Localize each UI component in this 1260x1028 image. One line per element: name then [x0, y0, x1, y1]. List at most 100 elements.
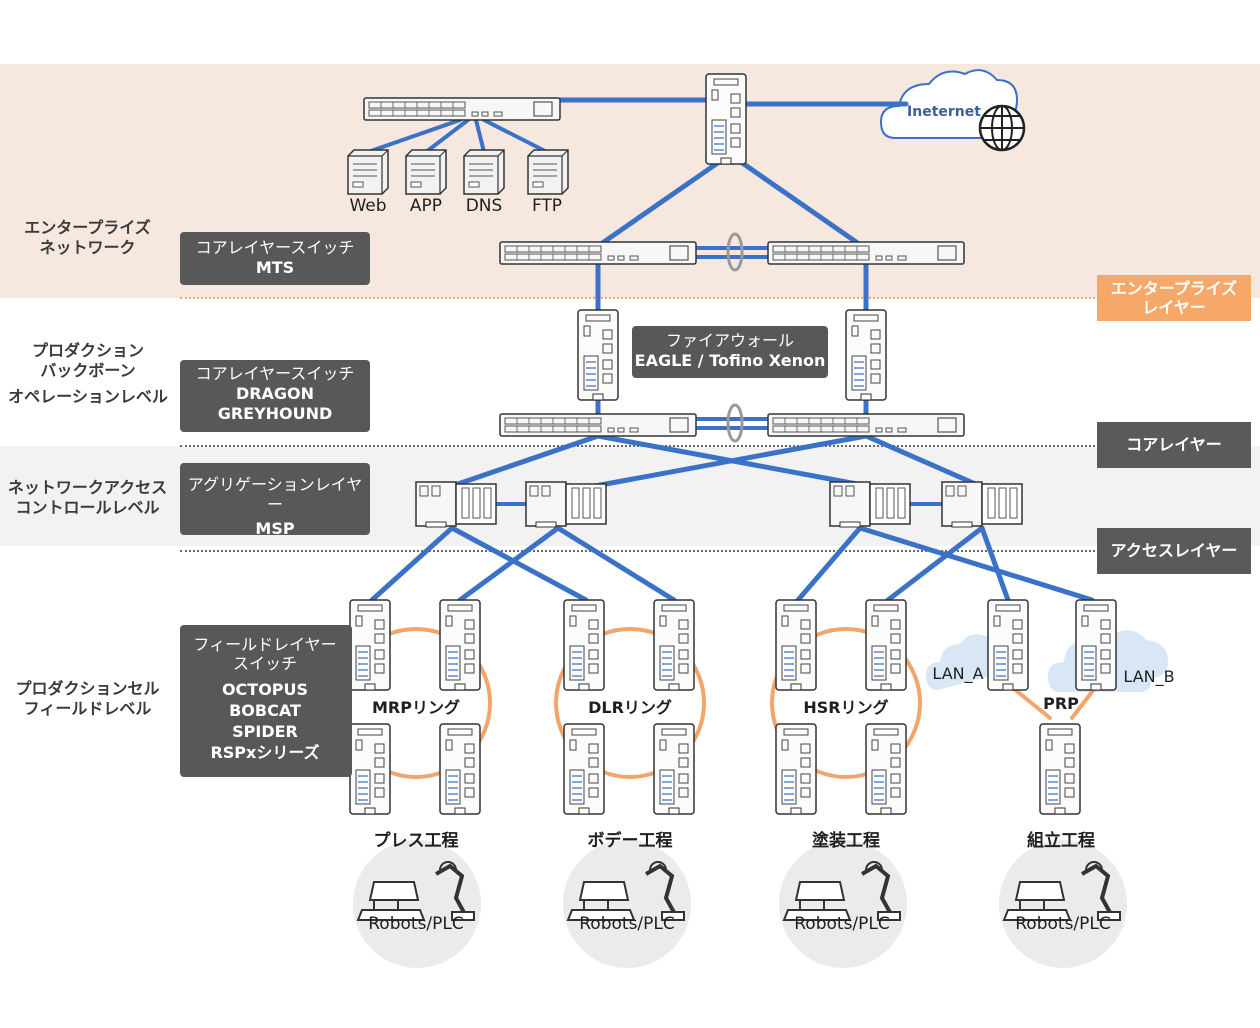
link-edge-to-core-left	[595, 157, 725, 249]
level-enterprise-line1: エンタープライズ	[24, 218, 151, 237]
process-label-body: ボデー工程	[587, 831, 673, 851]
level-enterprise: エンタープライズ ネットワーク	[10, 218, 165, 258]
link-msp-to-field	[555, 525, 677, 603]
link-server-to-switch	[482, 118, 549, 154]
din-switch-icon	[865, 599, 907, 691]
level-backbone-line2: バックボーン	[40, 361, 136, 380]
redundancy-ring	[770, 627, 922, 779]
level-backbone-line3: オペレーションレベル	[8, 387, 168, 406]
robots-label-paint: Robots/PLC	[794, 914, 890, 934]
aggregation-label: アグリゲーションレイヤー MSP	[180, 463, 370, 538]
din-switch-icon	[563, 723, 605, 815]
core-dragon-product-1: DRAGON	[235, 384, 315, 403]
din-switch-icon	[349, 599, 391, 691]
server-label-app: APP	[409, 196, 443, 216]
access-layer-separator	[180, 550, 1095, 552]
field-switch-label: フィールドレイヤー スイッチ OCTOPUS BOBCAT SPIDER RSP…	[180, 625, 352, 777]
firewall-product: EAGLE / Tofino Xenon	[634, 351, 826, 370]
modular-switch-icon	[415, 481, 497, 528]
enterprise-layer-separator	[180, 297, 1095, 299]
field-product-4: RSPxシリーズ	[210, 743, 320, 762]
server-icon	[347, 149, 389, 195]
core-layer-separator	[180, 445, 1095, 447]
ring-label-dlr: DLRリング	[588, 698, 672, 717]
core-layer-tag: コアレイヤー	[1097, 422, 1251, 468]
process-label-press: プレス工程	[373, 831, 459, 851]
aggregation-title: アグリゲーションレイヤー	[187, 475, 363, 514]
rack-switch-icon	[767, 413, 965, 437]
ring-label-hsr: HSRリング	[803, 698, 889, 717]
link-dragon-to-msp	[863, 433, 983, 489]
level-field-line1: プロダクションセル	[15, 679, 160, 698]
din-switch-icon	[439, 723, 481, 815]
process-label-paint: 塗装工程	[812, 831, 880, 851]
din-switch-icon	[845, 309, 887, 401]
enterprise-layer-tag: エンタープライズ レイヤー	[1097, 275, 1251, 321]
level-backbone-line1: プロダクション	[31, 341, 144, 360]
robot-arm-icon	[777, 838, 909, 970]
core-switch-mts-label: コアレイヤースイッチ MTS	[180, 232, 370, 285]
field-title-2: スイッチ	[232, 654, 297, 673]
internet-label: Ineternet	[907, 104, 981, 120]
din-switch-icon	[705, 73, 747, 165]
core-switch-dragon-label: コアレイヤースイッチ DRAGON GREYHOUND	[180, 360, 370, 432]
lan-b-label: LAN_B	[1123, 667, 1175, 686]
link-edge-to-core-right	[735, 157, 865, 249]
robots-label-body: Robots/PLC	[579, 914, 675, 934]
din-switch-icon	[653, 599, 695, 691]
link-msp-to-field	[857, 525, 1095, 603]
modular-switch-icon	[829, 481, 911, 528]
rack-switch-icon	[767, 241, 965, 265]
redundancy-ring	[554, 627, 706, 779]
din-switch-icon	[1039, 723, 1081, 815]
din-switch-icon	[775, 599, 817, 691]
link-aggregation-icon	[726, 403, 744, 443]
server-icon	[463, 149, 505, 195]
din-switch-icon	[865, 723, 907, 815]
link-msp-to-field	[795, 525, 863, 603]
level-access-line1: ネットワークアクセス	[7, 478, 168, 497]
field-product-2: BOBCAT	[229, 701, 301, 720]
din-switch-icon	[563, 599, 605, 691]
process-label-assembly: 組立工程	[1027, 831, 1095, 851]
robot-arm-icon	[351, 838, 483, 970]
link-msp-to-field	[457, 525, 561, 603]
enterprise-tag-line1: エンタープライズ	[1110, 279, 1238, 298]
robot-arm-icon	[997, 838, 1129, 970]
level-enterprise-line2: ネットワーク	[39, 238, 136, 257]
field-title-1: フィールドレイヤー	[193, 635, 337, 654]
link-dragon-to-msp	[592, 433, 869, 489]
ring-label-mrp: MRPリング	[372, 698, 460, 717]
level-access-line2: コントロールレベル	[15, 498, 160, 517]
core-dragon-title: コアレイヤースイッチ	[195, 364, 355, 383]
link-msp-to-field	[449, 525, 589, 603]
ring-label-prp: PRP	[1043, 694, 1079, 713]
level-network-access: ネットワークアクセス コントロールレベル	[0, 478, 175, 518]
link-msp-to-field	[979, 525, 1011, 603]
din-switch-icon	[775, 723, 817, 815]
din-switch-icon	[349, 723, 391, 815]
globe-icon	[980, 106, 1024, 150]
din-switch-icon	[439, 599, 481, 691]
enterprise-tag-line2: レイヤー	[1142, 298, 1206, 317]
core-mts-title: コアレイヤースイッチ	[195, 238, 355, 257]
server-label-dns: DNS	[465, 196, 503, 216]
server-label-web: Web	[349, 196, 387, 216]
link-server-to-switch	[424, 118, 470, 154]
din-switch-icon	[653, 723, 695, 815]
rack-switch-icon	[363, 97, 561, 121]
modular-switch-icon	[525, 481, 607, 528]
server-icon	[405, 149, 447, 195]
modular-switch-icon	[941, 481, 1023, 528]
din-switch-icon	[1075, 599, 1117, 691]
field-product-1: OCTOPUS	[221, 680, 309, 699]
din-switch-icon	[987, 599, 1029, 691]
link-aggregation-icon	[726, 232, 744, 272]
level-field-line2: フィールドレベル	[23, 699, 152, 718]
level-field: プロダクションセル フィールドレベル	[5, 679, 170, 719]
link-dragon-to-msp	[449, 433, 601, 489]
robot-arm-icon	[561, 838, 693, 970]
firewall-label: ファイアウォール EAGLE / Tofino Xenon	[632, 326, 828, 378]
link-msp-to-field	[369, 525, 455, 603]
link-server-to-switch	[474, 118, 486, 154]
